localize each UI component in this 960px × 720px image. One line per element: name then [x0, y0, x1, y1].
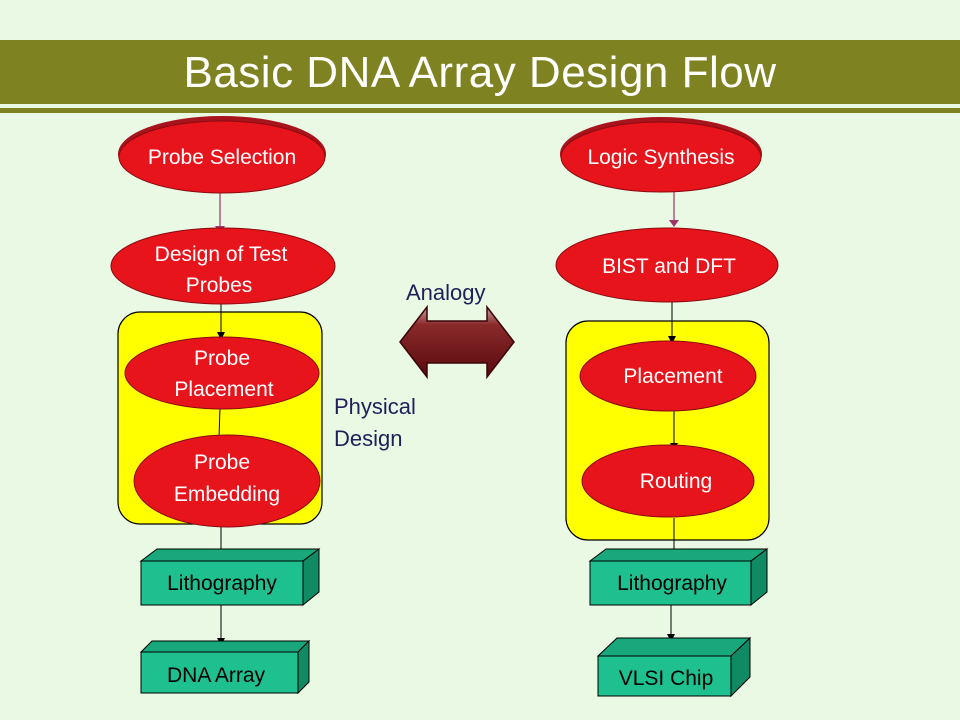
probe-selection-label: Probe Selection: [148, 146, 296, 169]
probe-placement-label-line2: Placement: [174, 378, 273, 401]
design-test-probes-node: Design of Test Probes: [110, 227, 336, 305]
physical-design-label-line2: Design: [334, 426, 402, 451]
analogy-label: Analogy: [406, 280, 486, 305]
probe-embedding-node: Probe Embedding: [133, 434, 321, 528]
lithography-label-left: Lithography: [167, 572, 277, 595]
bist-dft-label: BIST and DFT: [602, 255, 736, 278]
dna-array-box: DNA Array: [139, 639, 311, 695]
logic-synthesis-label: Logic Synthesis: [587, 146, 734, 169]
arrowhead-design-placement: [217, 332, 225, 340]
vlsi-chip-label: VLSI Chip: [619, 667, 714, 690]
vlsi-chip-box: VLSI Chip: [596, 636, 752, 698]
probe-embedding-label-line2: Embedding: [174, 483, 280, 506]
connector-placement-embedding: [218, 407, 221, 439]
placement-label: Placement: [623, 365, 722, 388]
lithography-box-right: Lithography: [588, 548, 769, 607]
arrowhead-synthesis-bist: [669, 220, 679, 227]
arrowhead-bist-placement: [668, 336, 676, 344]
bist-dft-node: BIST and DFT: [555, 227, 779, 303]
probe-selection-node: Probe Selection: [118, 116, 326, 194]
dna-array-label: DNA Array: [167, 664, 266, 687]
analogy-double-arrow: [399, 304, 515, 380]
probe-placement-label-line1: Probe: [194, 347, 250, 370]
lithography-box-left: Lithography: [139, 548, 321, 607]
lithography-label-right: Lithography: [617, 572, 727, 595]
design-test-probes-label-line1: Design of Test: [155, 243, 288, 266]
design-test-probes-label-line2: Probes: [186, 274, 253, 297]
title-underline: [0, 108, 960, 113]
logic-synthesis-node: Logic Synthesis: [560, 117, 762, 193]
routing-label: Routing: [640, 470, 712, 493]
physical-design-label-line1: Physical: [334, 394, 416, 419]
title-bar: [0, 40, 960, 104]
placement-node: Placement: [579, 340, 757, 412]
page-title: Basic DNA Array Design Flow: [183, 48, 777, 97]
routing-node: Routing: [581, 444, 755, 518]
probe-placement-node: Probe Placement: [124, 336, 320, 410]
probe-embedding-label-line1: Probe: [194, 451, 250, 474]
